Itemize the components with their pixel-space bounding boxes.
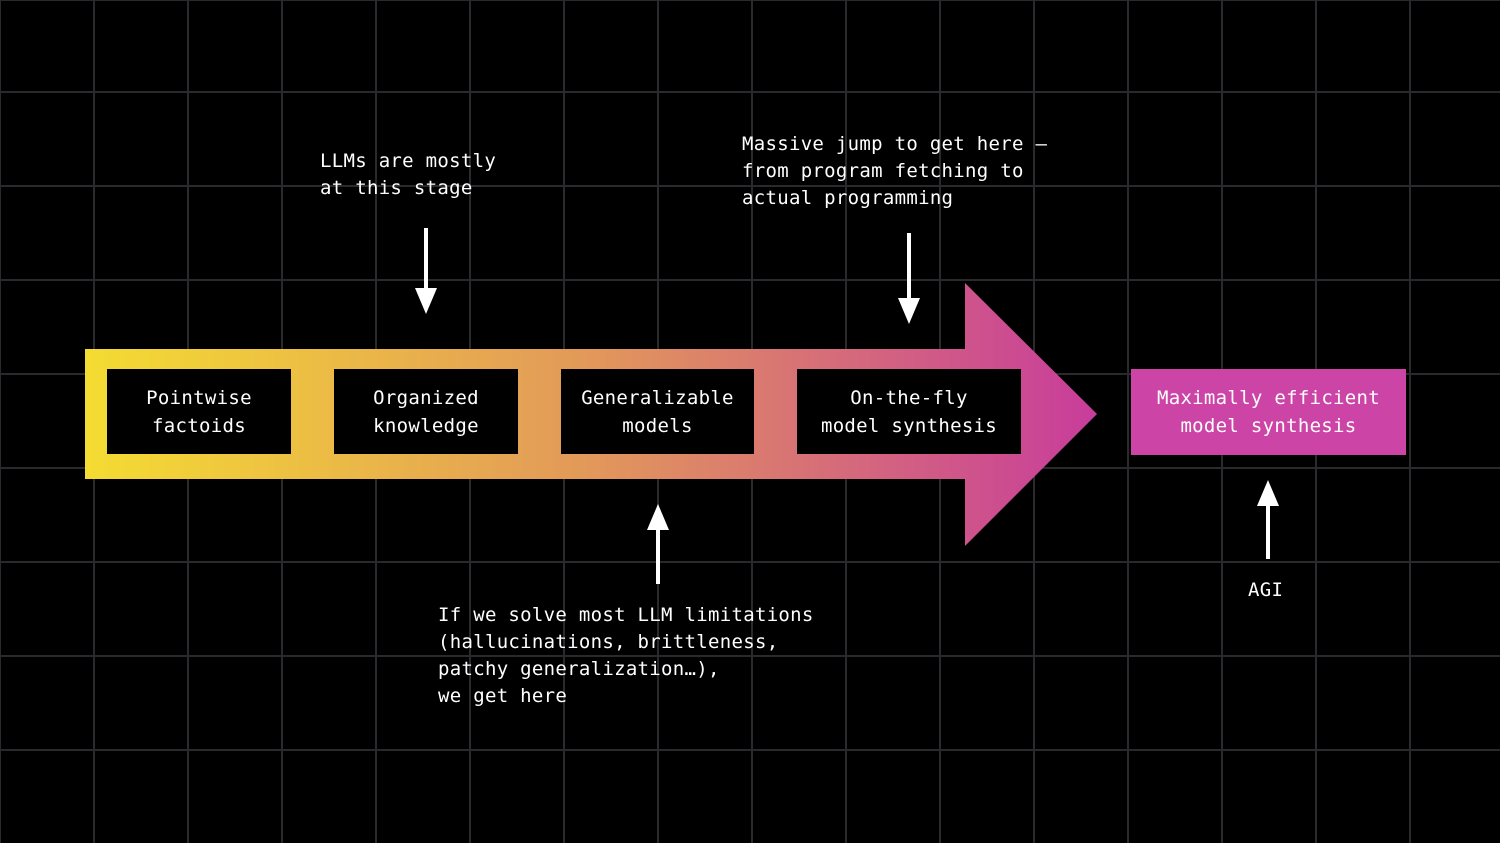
- stage-organized-knowledge: Organized knowledge: [334, 369, 518, 454]
- arrow-up-icon: [1257, 480, 1279, 559]
- annotation-massive-jump: Massive jump to get here – from program …: [742, 133, 1048, 209]
- stage-on-the-fly-model-synthesis: On-the-fly model synthesis: [797, 369, 1021, 454]
- annotation-llm-stage: LLMs are mostly at this stage: [320, 150, 497, 199]
- arrow-down-icon: [415, 228, 437, 314]
- stage-pointwise-factoids: Pointwise factoids: [107, 369, 291, 454]
- arrow-up-icon: [647, 504, 669, 584]
- annotation-solve-limitations: If we solve most LLM limitations (halluc…: [438, 604, 814, 707]
- arrow-down-icon: [898, 233, 920, 324]
- annotation-agi: AGI: [1248, 579, 1284, 601]
- goal-maximally-efficient-model-synthesis: Maximally efficient model synthesis: [1131, 369, 1406, 455]
- stage-generalizable-models: Generalizable models: [561, 369, 754, 454]
